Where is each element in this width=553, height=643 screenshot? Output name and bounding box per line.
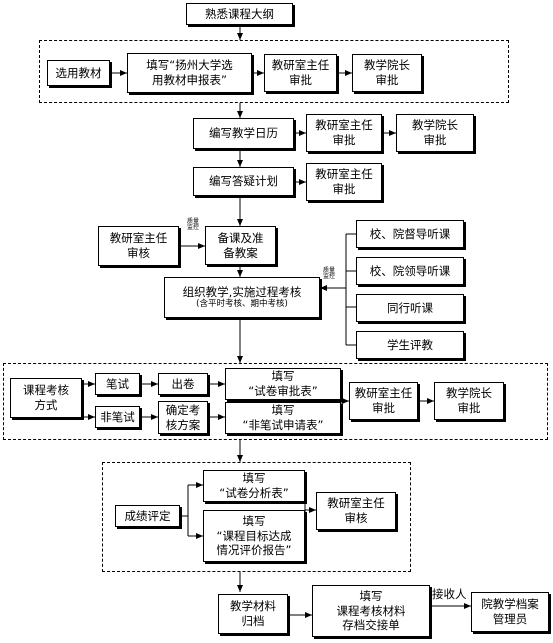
compile-calendar-node: 编写教学日历 [193, 118, 294, 149]
compile-qa-plan-node: 编写答疑计划 [193, 167, 294, 196]
supervisor-observation-node: 校、院督导听课 [356, 220, 464, 248]
archive-manager-node: 院教学档案 管理员 [471, 592, 549, 632]
organize-teaching-node: 组织教学,实施过程考核 (含平时考核、期中考核) [164, 277, 320, 318]
receiver-label: 接收人 [432, 587, 467, 601]
set-paper-node: 出卷 [158, 373, 208, 395]
fill-paper-analysis-node: 填写 “试卷分析表” [203, 470, 305, 502]
quality-monitor-label-right: 质量 监控 [322, 267, 335, 281]
qa-director-approval-node: 教研室主任 审批 [306, 163, 382, 201]
non-written-exam-node: 非笔试 [95, 406, 140, 428]
organize-teaching-subtitle: (含平时考核、期中考核) [196, 299, 288, 310]
dept-director-approval-node: 教研室主任 审批 [264, 54, 337, 92]
calendar-director-approval-node: 教研室主任 审批 [306, 114, 382, 152]
calendar-dean-approval-node: 教学院长 审批 [396, 114, 474, 152]
textbook-group-frame [39, 40, 509, 103]
fill-handover-node: 填写 课程考核材料 存档交接单 [312, 585, 430, 637]
fill-goal-report-node: 填写 “课程目标达成 情况评价报告” [203, 510, 305, 562]
course-exam-method-node: 课程考核 方式 [10, 378, 82, 418]
written-exam-node: 笔试 [95, 373, 140, 395]
fill-non-written-node: 填写 “非笔试申请表” [225, 402, 341, 434]
fill-textbook-form-node: 填写“扬州大学选 用教材申报表” [127, 53, 252, 93]
dean-approval-node: 教学院长 审批 [352, 54, 422, 92]
organize-teaching-title: 组织教学,实施过程考核 [182, 284, 302, 299]
quality-monitor-label-left: 质量 监控 [186, 218, 199, 232]
fill-paper-review-node: 填写 “试卷审批表” [225, 368, 341, 400]
grade-assessment-node: 成绩评定 [115, 505, 180, 527]
select-textbook-node: 选用教材 [47, 60, 110, 86]
grade-group-frame [102, 462, 411, 572]
familiarize-outline-node: 熟悉课程大纲 [186, 3, 293, 25]
prepare-lessons-node: 备课及准 备教案 [205, 226, 276, 265]
leader-observation-node: 校、院领导听课 [356, 257, 464, 285]
determine-plan-node: 确定考 核方案 [158, 401, 208, 434]
director-review-node: 教研室主任 审核 [98, 226, 179, 266]
exam-director-approval-node: 教研室主任 审批 [349, 382, 418, 420]
student-evaluation-node: 学生评教 [356, 331, 464, 359]
grade-director-review-node: 教研室主任 审核 [316, 492, 396, 530]
archive-materials-node: 教学材料 归档 [218, 594, 288, 634]
peer-observation-node: 同行听课 [356, 294, 464, 322]
exam-group-frame [3, 363, 548, 440]
exam-dean-approval-node: 教学院长 审批 [434, 382, 504, 420]
